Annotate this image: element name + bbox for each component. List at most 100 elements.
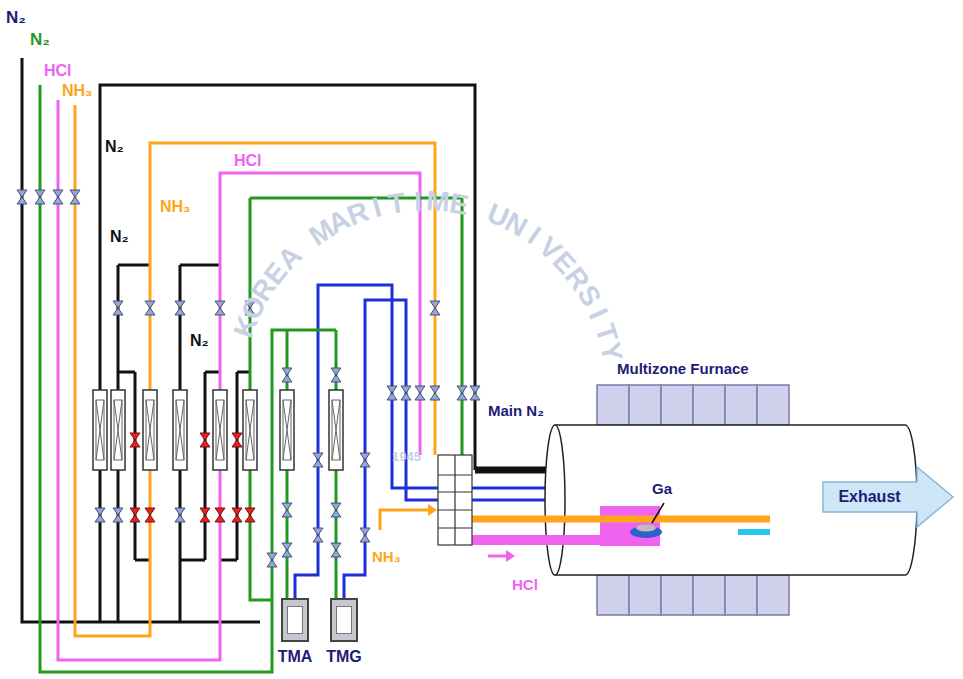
nitrogen-line	[118, 265, 220, 622]
ammonia-line	[75, 105, 435, 636]
furnace-heading: Multizone Furnace	[617, 360, 749, 377]
flow-arrow	[488, 555, 506, 558]
furnace-tube	[555, 425, 917, 575]
heater-zone	[629, 575, 661, 615]
valve-symbol	[313, 453, 323, 467]
valve-symbol	[130, 433, 140, 447]
valve-symbol	[457, 386, 467, 400]
gas-name: HCl	[512, 576, 538, 593]
valve-symbol	[145, 301, 155, 315]
valve-symbol	[215, 301, 225, 315]
mass-flow-controller	[329, 390, 343, 470]
carrier-line	[40, 85, 462, 672]
valve-symbol	[470, 386, 480, 400]
mass-flow-controller	[173, 390, 187, 470]
valve-symbol	[130, 508, 140, 522]
valve-symbol	[95, 508, 105, 522]
valve-symbol	[360, 528, 370, 542]
gas-name: Main N₂	[488, 402, 544, 419]
mass-flow-controller	[280, 390, 294, 470]
bubbler-liquid	[336, 606, 352, 634]
gas-name: HCl	[44, 62, 72, 80]
valve-symbol	[282, 543, 292, 557]
label-slot: NH₃	[62, 82, 93, 100]
flow-arrow	[428, 504, 437, 516]
valve-symbol	[331, 368, 341, 382]
text-slot: Multizone Furnace	[617, 360, 749, 377]
valve-symbol	[401, 386, 411, 400]
gas-connector	[344, 300, 545, 598]
label-slot: HCl	[512, 576, 538, 593]
watermark: 1945	[392, 450, 421, 465]
mass-flow-controller	[213, 390, 227, 470]
valve-symbol	[267, 553, 277, 567]
gallium-chamber	[600, 506, 660, 546]
hcl-line	[58, 100, 420, 660]
valve-symbol	[331, 503, 341, 517]
text-slot: Exhaust	[822, 466, 917, 528]
label-slot: Main N₂	[488, 402, 544, 419]
label-slot: N₂	[30, 30, 50, 50]
substrate	[738, 529, 770, 535]
valve-symbol	[245, 508, 255, 522]
valve-symbol	[175, 301, 185, 315]
hcl-tube	[472, 535, 600, 545]
valve-symbol	[360, 453, 370, 467]
mass-flow-controller	[243, 390, 257, 470]
flow-arrow	[506, 550, 515, 562]
valve-symbol	[145, 508, 155, 522]
heater-zone	[725, 385, 757, 425]
heater-zone	[757, 575, 789, 615]
valve-symbol	[282, 503, 292, 517]
valve-symbol	[313, 528, 323, 542]
valve-symbol	[215, 508, 225, 522]
valve-symbol	[175, 508, 185, 522]
heater-zone	[725, 575, 757, 615]
material-label: Ga	[652, 480, 672, 497]
gas-name: N₂	[105, 138, 124, 156]
valve-symbol	[200, 508, 210, 522]
mass-flow-controller	[111, 390, 125, 470]
valve-symbol	[70, 190, 80, 204]
watermark-letter: I	[413, 186, 422, 218]
label-slot: HCl	[44, 62, 72, 80]
tube-end	[545, 425, 565, 575]
bubbler-liquid	[287, 606, 303, 634]
valve-symbol	[53, 190, 63, 204]
gas-name: HCl	[234, 152, 262, 170]
gas-injector	[438, 455, 472, 545]
source-label: TMA	[278, 648, 313, 666]
mass-flow-controller	[143, 390, 157, 470]
gas-name: N₂	[6, 8, 26, 28]
source-label: TMG	[326, 648, 362, 666]
valve-symbol	[113, 301, 123, 315]
heater-zone	[629, 385, 661, 425]
valve-symbol	[331, 543, 341, 557]
arrow-outline	[823, 467, 953, 527]
heater-zone	[693, 385, 725, 425]
gallium-melt	[636, 525, 656, 532]
valve-symbol	[430, 301, 440, 315]
gas-name: NH₃	[62, 82, 93, 100]
label-slot: N₂	[190, 332, 209, 350]
heater-zone	[597, 385, 629, 425]
ammonia-tube	[472, 516, 770, 523]
flow-arrow	[380, 510, 428, 530]
watermark-letter: T	[387, 187, 409, 221]
valve-symbol	[282, 368, 292, 382]
valve-symbol	[17, 190, 27, 204]
bubbler-box: TMG	[330, 598, 358, 642]
valve-symbol	[232, 508, 242, 522]
valve-symbol	[387, 386, 397, 400]
heater-zone	[693, 575, 725, 615]
gas-name: N₂	[30, 30, 50, 50]
valve-symbol	[232, 433, 242, 447]
watermark-letter: I	[370, 191, 386, 224]
label-slot: N₂	[6, 8, 26, 28]
gas-injector	[438, 455, 472, 545]
leader-line	[652, 503, 664, 523]
